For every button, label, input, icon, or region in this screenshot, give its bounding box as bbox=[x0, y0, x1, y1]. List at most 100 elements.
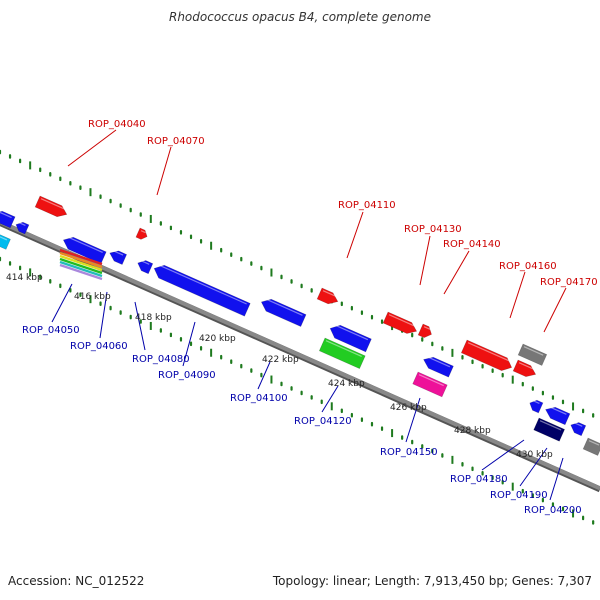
feature-rop-04160-body bbox=[460, 339, 513, 371]
feature-rop-04070 bbox=[135, 227, 148, 240]
summary-text: Topology: linear; Length: 7,913,450 bp; … bbox=[272, 574, 592, 588]
reverse-leader-line bbox=[519, 447, 548, 487]
scale-label: 418 kbp bbox=[135, 313, 172, 323]
feature-rop-04050-shine bbox=[66, 236, 103, 254]
feature-rop-04140-shine bbox=[423, 326, 431, 331]
feature-rop-04040-shine bbox=[40, 198, 66, 211]
feature-rop-04190-shine bbox=[539, 420, 562, 431]
forward-leader-line bbox=[67, 129, 117, 167]
reverse-gene-label: ROP_04200 bbox=[524, 505, 582, 516]
reverse-gene-label: ROP_04060 bbox=[70, 341, 128, 352]
feature-rop-04185-shine bbox=[573, 422, 583, 427]
feature-rop-04190-body bbox=[533, 417, 565, 442]
feature-rop-04130-body bbox=[382, 311, 418, 334]
feature-rop-04175 bbox=[529, 399, 544, 414]
feature-rop-04045 bbox=[15, 221, 30, 235]
feature-rop-04160 bbox=[460, 339, 513, 371]
feature-rop-04165-gray-shine bbox=[523, 346, 544, 356]
feature-rop-04040-body bbox=[34, 195, 68, 218]
feature-rop-04115-body bbox=[329, 324, 372, 353]
feature-rop-04165-gray-body bbox=[517, 343, 548, 366]
reverse-leader-line bbox=[99, 291, 108, 339]
feature-rop-04165-body bbox=[512, 359, 537, 377]
reverse-gene-label: ROP_04150 bbox=[380, 447, 438, 458]
feature-rop-04110-body bbox=[316, 287, 339, 305]
feature-rop-04090-body bbox=[153, 264, 251, 317]
feature-rop-04175-body bbox=[529, 399, 544, 414]
forward-leader-line bbox=[419, 235, 431, 286]
feature-rop-04045-shine bbox=[18, 222, 26, 227]
feature-rop-04070-shine bbox=[140, 230, 146, 234]
feature-rop-04060-shine bbox=[112, 250, 124, 256]
feature-rop-04165 bbox=[512, 359, 537, 377]
feature-rop-04150-body bbox=[412, 371, 448, 398]
scale-label: 430 kbp bbox=[516, 450, 553, 460]
feature-rop-04060-body bbox=[109, 250, 128, 265]
reverse-gene-label: ROP_04190 bbox=[490, 490, 548, 501]
accession-text: Accession: NC_012522 bbox=[8, 574, 145, 588]
reverse-leader-line bbox=[549, 457, 564, 501]
feature-stack-band bbox=[59, 257, 103, 275]
feature-rop-04185 bbox=[570, 422, 587, 437]
feature-stack-band bbox=[59, 263, 103, 281]
forward-gene-label: ROP_04110 bbox=[338, 200, 396, 211]
reverse-leader-line bbox=[405, 397, 421, 443]
feature-rop-04120-body bbox=[318, 337, 366, 370]
feature-rop-04040-rev-body bbox=[0, 210, 16, 229]
feature-rop-04040-cyan-body bbox=[0, 231, 11, 250]
feature-rop-04145 bbox=[423, 356, 454, 378]
forward-leader-line bbox=[543, 287, 567, 333]
forward-gene-label: ROP_04170 bbox=[540, 277, 598, 288]
feature-rop-04185-body bbox=[570, 422, 587, 437]
feature-rop-04070-body bbox=[135, 227, 148, 240]
feature-rop-04130 bbox=[382, 311, 418, 334]
feature-rop-04180-shine bbox=[548, 406, 567, 415]
feature-rop-04090 bbox=[153, 264, 251, 317]
scale-label: 416 kbp bbox=[74, 292, 111, 302]
feature-rop-04040-rev bbox=[0, 210, 16, 229]
feature-rop-04115 bbox=[329, 324, 372, 353]
feature-rop-04165-shine bbox=[518, 362, 535, 371]
feature-rop-04140-body bbox=[417, 323, 432, 338]
feature-rop-04145-shine bbox=[426, 356, 451, 368]
feature-rop-04200-body bbox=[582, 437, 600, 456]
reverse-leader-line bbox=[481, 439, 525, 471]
reverse-gene-label: ROP_04090 bbox=[158, 370, 216, 381]
scale-label: 424 kbp bbox=[328, 379, 365, 389]
feature-rop-04165-gray bbox=[517, 343, 548, 366]
feature-rop-04140 bbox=[417, 323, 432, 338]
feature-rop-04100 bbox=[260, 298, 307, 327]
feature-rop-04110 bbox=[316, 287, 339, 305]
feature-rop-04115-shine bbox=[333, 324, 369, 341]
feature-rop-04100-shine bbox=[264, 298, 303, 316]
feature-rop-04040-cyan-shine bbox=[0, 234, 8, 241]
reverse-gene-label: ROP_04050 bbox=[22, 325, 80, 336]
feature-rop-04110-shine bbox=[322, 290, 337, 298]
forward-leader-line bbox=[156, 146, 172, 196]
forward-gene-label: ROP_04130 bbox=[404, 224, 462, 235]
forward-gene-label: ROP_04070 bbox=[147, 136, 205, 147]
feature-rop-04130-shine bbox=[388, 314, 416, 327]
feature-group bbox=[0, 195, 600, 456]
feature-stack-band bbox=[59, 260, 103, 278]
feature-rop-04080-shine bbox=[140, 260, 150, 265]
leader-line-group bbox=[51, 129, 567, 501]
forward-gene-label: ROP_04040 bbox=[88, 119, 146, 130]
ruler-group bbox=[0, 149, 595, 525]
feature-rop-04040 bbox=[34, 195, 68, 218]
forward-gene-label: ROP_04140 bbox=[443, 239, 501, 250]
scale-label: 422 kbp bbox=[262, 355, 299, 365]
feature-stack-band bbox=[59, 251, 103, 269]
feature-rop-04040-rev-shine bbox=[0, 210, 12, 219]
feature-rop-04200-shine bbox=[588, 440, 600, 446]
reverse-leader-line bbox=[134, 301, 146, 351]
forward-gene-label: ROP_04160 bbox=[499, 261, 557, 272]
reverse-gene-label: ROP_04100 bbox=[230, 393, 288, 404]
reverse-leader-line bbox=[257, 361, 271, 390]
feature-rop-04150-shine bbox=[418, 374, 444, 387]
forward-leader-line bbox=[509, 271, 526, 319]
reverse-leader-line bbox=[321, 385, 339, 413]
feature-stack-band bbox=[59, 248, 103, 266]
map-title: Rhodococcus opacus B4, complete genome bbox=[168, 10, 431, 24]
